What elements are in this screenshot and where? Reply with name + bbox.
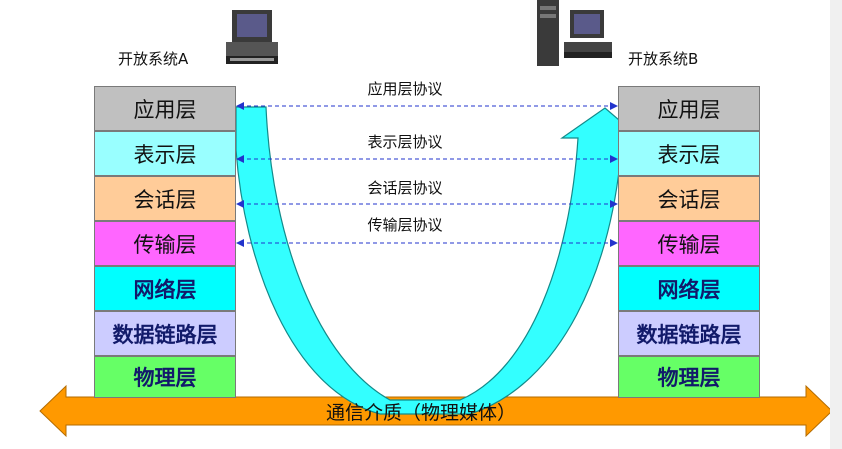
protocol-label-transport: 传输层协议 (367, 216, 443, 234)
system-a-title: 开放系统A (118, 50, 189, 68)
system-b-layer-datalink: 数据链路层 (618, 311, 760, 356)
system-a-layer-datalink: 数据链路层 (94, 311, 236, 356)
system-a-layer-application: 应用层 (94, 86, 236, 131)
system-b-layer-network: 网络层 (618, 266, 760, 311)
system-a-layer-transport: 传输层 (94, 221, 236, 266)
system-b-layer-presentation: 表示层 (618, 131, 760, 176)
system-a-layer-physical: 物理层 (94, 356, 236, 398)
system-a-layer-network: 网络层 (94, 266, 236, 311)
tower-computer-icon (537, 0, 612, 66)
system-a-layer-presentation: 表示层 (94, 131, 236, 176)
system-a-layer-session: 会话层 (94, 176, 236, 221)
system-b-layer-session: 会话层 (618, 176, 760, 221)
system-b-layer-physical: 物理层 (618, 356, 760, 398)
system-b-title: 开放系统B (628, 50, 699, 68)
protocol-label-presentation: 表示层协议 (367, 133, 443, 151)
system-b-layer-application: 应用层 (618, 86, 760, 131)
protocol-lines (236, 102, 618, 247)
computer-icon (226, 10, 278, 64)
protocol-label-application: 应用层协议 (367, 80, 443, 98)
page-edge (830, 0, 842, 449)
protocol-label-session: 会话层协议 (367, 179, 443, 197)
medium-label: 通信介质（物理媒体） (325, 402, 516, 424)
data-flow-arrow (235, 106, 642, 415)
system-b-layer-transport: 传输层 (618, 221, 760, 266)
